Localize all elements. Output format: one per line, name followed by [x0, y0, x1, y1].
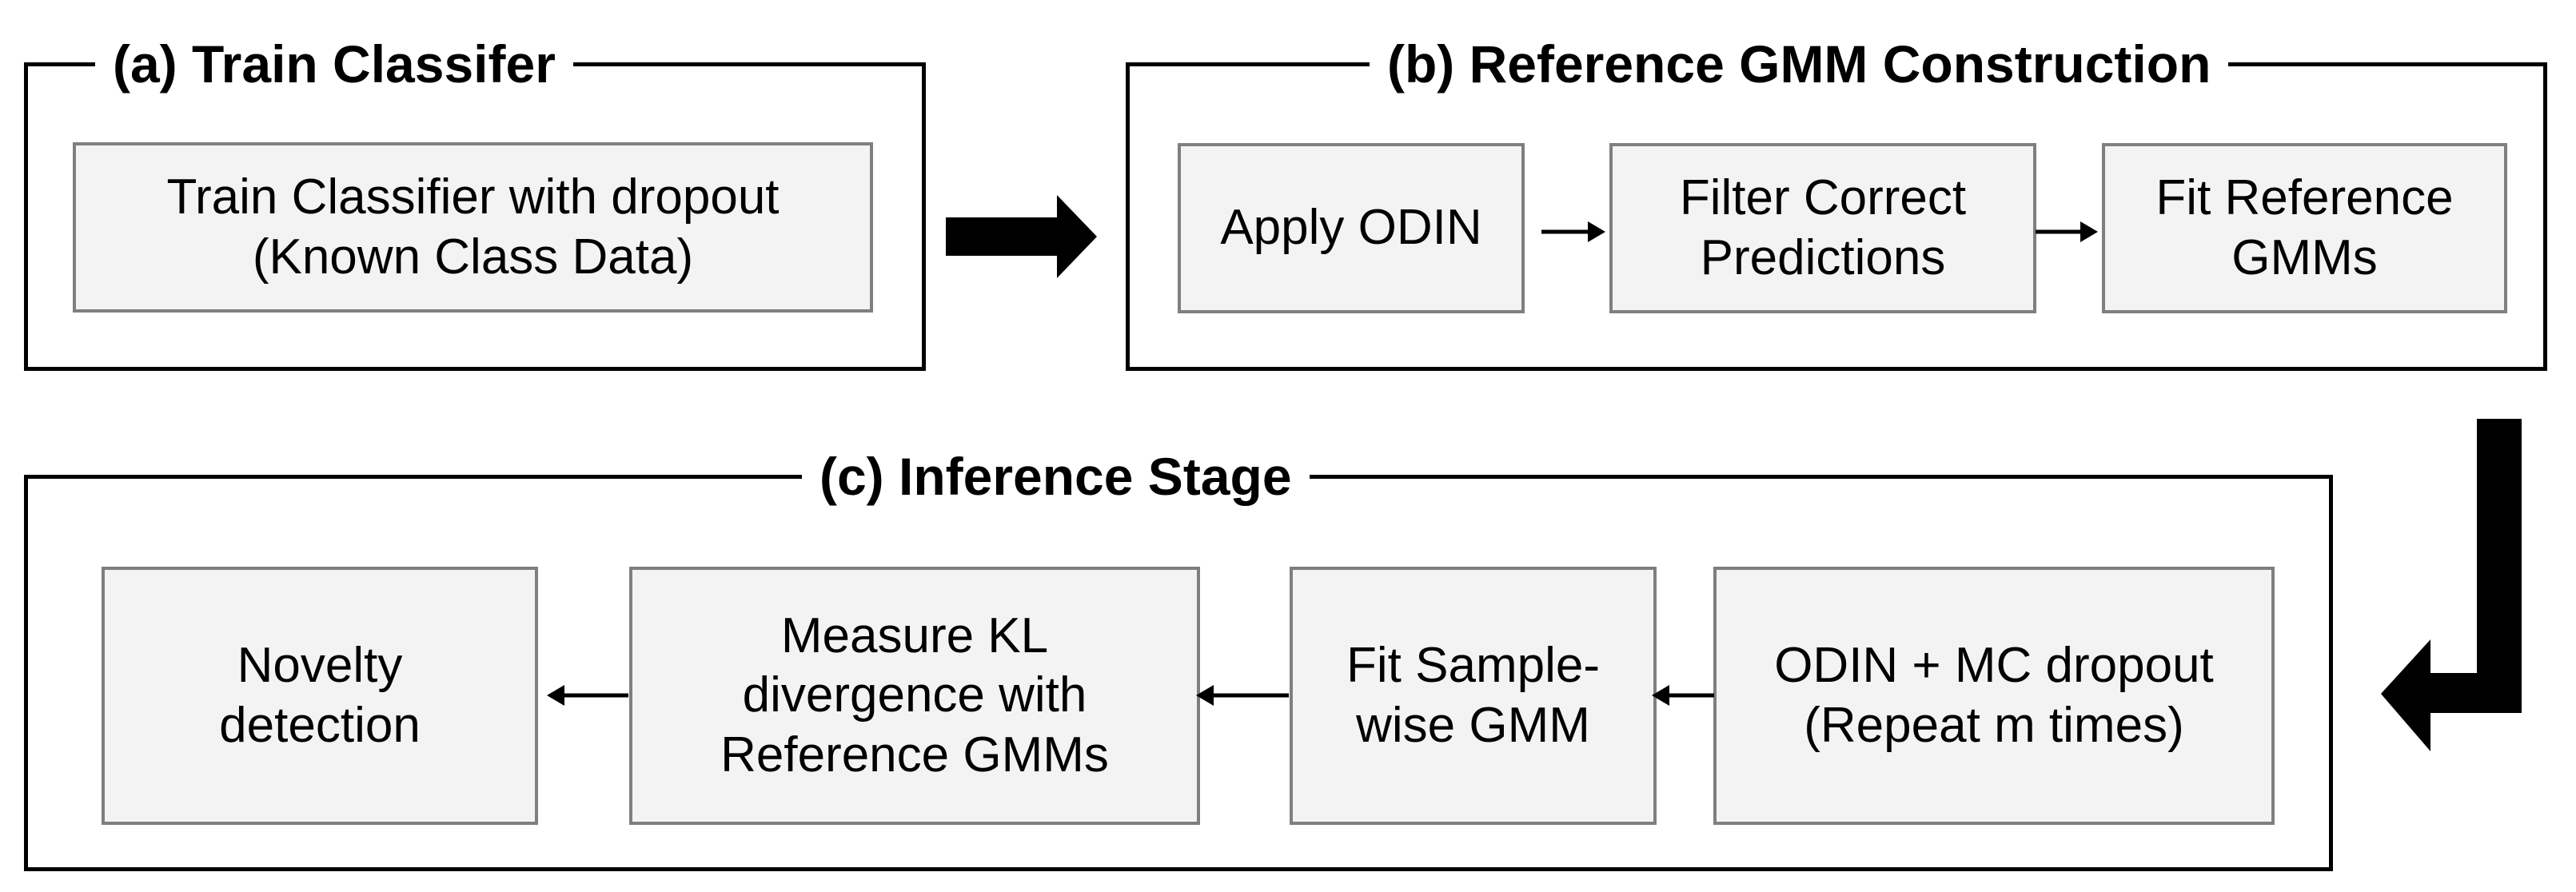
stage-b-to-c-arrow: [2381, 419, 2522, 751]
inference-stage: (c) Inference Stage Novelty detection Me…: [24, 448, 2333, 871]
odin-mc-dropout-step-label: ODIN + MC dropout (Repeat m times): [1774, 638, 2214, 753]
filter-correct-predictions-step: Filter Correct Predictions: [1609, 143, 2036, 313]
reference-gmm-stage-title: (b) Reference GMM Construction: [1370, 36, 2229, 92]
filter-correct-predictions-step-label: Filter Correct Predictions: [1679, 170, 1967, 285]
novelty-detection-step-label: Novelty detection: [219, 638, 421, 753]
train-classifier-stage-title: (a) Train Classifer: [95, 36, 573, 92]
apply-odin-step: Apply ODIN: [1178, 143, 1525, 313]
train-classifier-step-label: Train Classifier with dropout (Known Cla…: [166, 169, 780, 285]
stage-a-to-b-arrow: [946, 195, 1097, 278]
train-classifier-stage: (a) Train Classifer Train Classifier wit…: [24, 36, 926, 371]
odin-mc-dropout-step: ODIN + MC dropout (Repeat m times): [1713, 567, 2275, 825]
measure-kl-divergence-step: Measure KL divergence with Reference GMM…: [629, 567, 1200, 825]
inference-stage-title: (c) Inference Stage: [802, 448, 1310, 504]
reference-gmm-stage: (b) Reference GMM Construction Apply ODI…: [1126, 36, 2547, 371]
apply-odin-step-label: Apply ODIN: [1220, 200, 1482, 256]
measure-kl-divergence-step-label: Measure KL divergence with Reference GMM…: [720, 607, 1109, 782]
fit-sample-wise-gmm-step: Fit Sample- wise GMM: [1290, 567, 1657, 825]
fit-sample-wise-gmm-step-label: Fit Sample- wise GMM: [1346, 638, 1600, 753]
train-classifier-step: Train Classifier with dropout (Known Cla…: [73, 142, 873, 313]
fit-reference-gmms-step-label: Fit Reference GMMs: [2155, 170, 2454, 285]
novelty-detection-step: Novelty detection: [102, 567, 538, 825]
fit-reference-gmms-step: Fit Reference GMMs: [2102, 143, 2507, 313]
